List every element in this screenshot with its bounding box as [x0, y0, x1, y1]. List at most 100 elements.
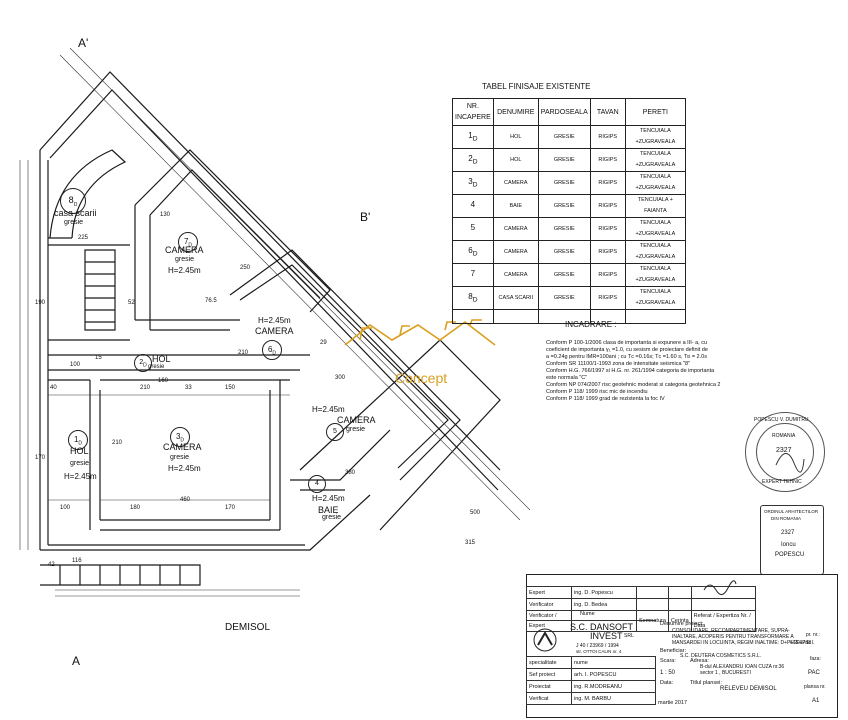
section-label-a-prime: A' [78, 36, 89, 50]
project-text: CONSOLIDARE, RECOMPARTIMENTARE, SUPRA- I… [672, 628, 812, 646]
dimension: 170 [225, 505, 236, 511]
room-name: casa scarii [54, 208, 97, 218]
section-label-b-prime: B' [360, 210, 371, 224]
signature [703, 580, 737, 595]
dimension: 300 [335, 375, 346, 381]
column-header: NR. INCAPERE [452, 98, 494, 126]
expert-stamp: POPESCU V. DUMITRU EXPERT TEHNIC ROMANIA… [745, 412, 825, 492]
project-label: Denumire proiect: [660, 621, 704, 627]
dimension: 225 [78, 235, 89, 241]
room-height: H=2.45m [64, 472, 97, 481]
room-height: H=2.45m [258, 316, 291, 325]
note-line: a =0.24g pentru IMR=100ani ; cu Tᴄ =0.16… [546, 354, 707, 360]
beneficiary: S.C. DEUTERA COSMETICS S.R.L. [680, 653, 762, 659]
plan-title-label: Titlul plansei: [690, 680, 722, 686]
corridor-wall [48, 354, 310, 381]
note-line: Conform H.G. 766/1997 si H.G. nr. 261/19… [546, 368, 715, 374]
room-number-1: 1D [68, 430, 88, 450]
beneficiary-label: Beneficiar: [660, 648, 686, 654]
bottom-steps [40, 564, 201, 586]
dimension: 52 [128, 300, 135, 306]
room-wall [269, 380, 281, 530]
room-height: H=2.45m [168, 266, 201, 275]
room-wall [134, 205, 240, 331]
floor-name: DEMISOL [225, 622, 271, 633]
room-finish: gresie [322, 514, 342, 521]
note-line: coeficient de importanta γ₁ =1.0, cu ses… [546, 347, 708, 353]
firm-block: S.C. DANSOFT INVEST SRL J 40 / 23969 / 1… [526, 620, 656, 655]
room-finish: gresie [64, 219, 84, 226]
room-finish: gresie [346, 426, 366, 433]
dimension: 33 [185, 385, 192, 391]
finishes-table-title: TABEL FINISAJE EXISTENTE [482, 82, 591, 91]
bottom-wall [40, 494, 371, 551]
dimension: 100 [60, 505, 71, 511]
dimension: 500 [470, 510, 481, 516]
dimension: 100 [70, 362, 81, 368]
note-line: Conform P 118/ 1999 grad de rezistenta l… [546, 396, 665, 402]
outer-wall [39, 150, 49, 550]
project-number-label: pr. nr.: [806, 632, 820, 638]
project-number: 6/2017/D.I. [790, 640, 815, 646]
dimension: 40 [50, 385, 57, 391]
sheet-number: A1 [812, 698, 820, 704]
note-line: Conform NP 074/2007 risc geotehnic moder… [546, 382, 721, 388]
address: B-dul ALEXANDRU IOAN CUZA nr.36 sector 1… [700, 664, 785, 676]
incadrare-notes: Conform P 100-1/2006 clasa de importanta… [546, 340, 720, 403]
room-name: HOL [152, 354, 171, 364]
table-header-row: NR. INCAPERE DENUMIRE PARDOSEALA TAVAN P… [452, 98, 687, 126]
dimension: 190 [35, 300, 46, 306]
note-line: este normala "C" [546, 375, 588, 381]
dimension: 15 [95, 355, 102, 361]
phase: PAC [808, 670, 820, 676]
room-number-6: 6D [262, 340, 282, 360]
note-line: Conform P 100-1/2006 clasa de importanta… [546, 340, 708, 346]
dimension: 29 [320, 340, 327, 346]
dimension: 250 [240, 265, 251, 271]
dimension: 460 [180, 497, 191, 503]
address-label: Adresa: [690, 658, 709, 664]
dimension: 130 [160, 212, 171, 218]
column-header: DENUMIRE [492, 98, 539, 126]
room-finish: gresie [70, 460, 90, 467]
signature [775, 453, 805, 473]
room-name: CAMERA [165, 245, 204, 255]
date: martie 2017 [658, 700, 688, 706]
architect-stamp: ORDINUL ARHITECTILOR DIN ROMANIA 2327 Io… [760, 505, 824, 575]
room-number-4: 4 [308, 475, 326, 493]
section-label-a: A [72, 654, 81, 668]
room-number-7: 7D [178, 232, 198, 252]
room-name: CAMERA [255, 326, 294, 336]
column-header: PARDOSEALA [537, 98, 591, 126]
room-wall [48, 237, 130, 341]
plan-title: RELEVEU DEMISOL [720, 686, 777, 692]
room-wall [89, 380, 280, 531]
dimension: 210 [238, 350, 249, 356]
room-number-8: 8D [60, 188, 86, 214]
room-height: H=2.45m [168, 464, 201, 473]
scale: 1 : 50 [660, 670, 676, 676]
dimension: 116 [72, 558, 82, 564]
stairs [84, 249, 116, 331]
incadrare-title: INCADRARE : [565, 320, 617, 329]
room-height: H=2.45m [312, 405, 345, 414]
dimension: 160 [158, 378, 169, 384]
column-header: Nume [580, 611, 595, 617]
firm-logo-icon [533, 628, 557, 652]
inner-wall-diagonal [134, 149, 331, 313]
room-finish: gresie [175, 256, 195, 263]
room-name: CAMERA [337, 415, 376, 425]
phase-label: faza: [810, 656, 821, 662]
